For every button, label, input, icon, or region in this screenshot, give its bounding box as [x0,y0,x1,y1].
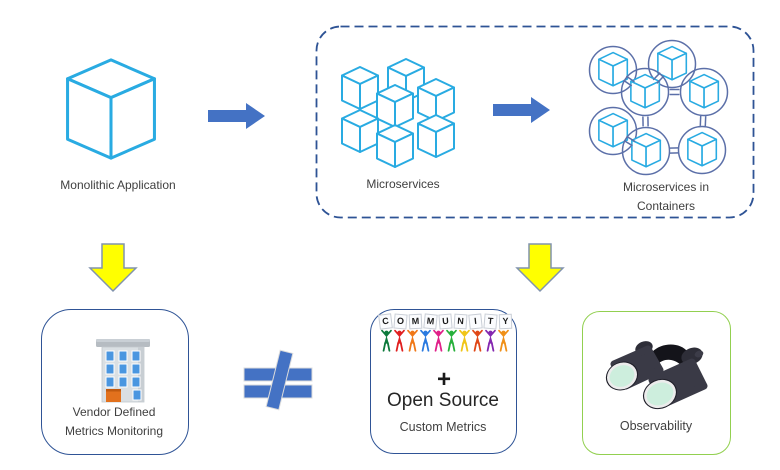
community-person-icon [407,329,418,352]
monolith-cube-icon [66,58,156,160]
microservices-cubes-icon [341,58,455,168]
not-equal-icon [243,349,313,411]
community-letter-tile: O [392,313,408,330]
community-letter-tile: M [408,313,422,330]
community-person-icon [498,329,509,352]
microservices-group-outline [315,25,755,219]
microservices-cluster [337,57,459,176]
community-person-icon [472,329,483,352]
community-figures [377,329,513,353]
community-letter-tile: Y [498,313,512,330]
community-person-icon [394,329,405,352]
community-letter-tile: M [422,313,438,330]
community-letter-tile: U [437,313,453,330]
microservices-label: Microservices [366,177,440,191]
office-building-icon [96,339,150,403]
community-person-icon [446,329,457,352]
community-letter-tile: N [452,313,468,330]
containers-circles-icon [588,39,729,176]
community-letter-tile: C [377,313,393,330]
observability-label: Observability [619,419,693,433]
containers-label-line1: Microservices in [622,180,710,194]
down-arrow-icon [515,243,565,293]
binoculars-icon [605,341,708,410]
community-person-icon [381,329,392,352]
custom-metrics-label: Custom Metrics [399,420,487,434]
community-person-icon [459,329,470,352]
plus-sign: + [436,366,452,393]
vendor-label-line1: Vendor Defined [72,405,156,419]
community-person-icon [433,329,444,352]
community-letter-tile: I [467,313,483,330]
right-arrow-icon [493,97,550,123]
containers-label-line2: Containers [636,199,696,213]
containers-cluster [585,38,735,185]
vendor-label-line2: Metrics Monitoring [64,424,164,438]
right-arrow-icon [208,103,265,129]
down-arrow-icon [88,243,138,293]
community-person-icon [420,329,431,352]
community-person-icon [485,329,496,352]
community-letter-tile: T [482,313,498,330]
monolith-label: Monolithic Application [60,178,176,192]
open-source-label: Open Source [387,390,499,411]
